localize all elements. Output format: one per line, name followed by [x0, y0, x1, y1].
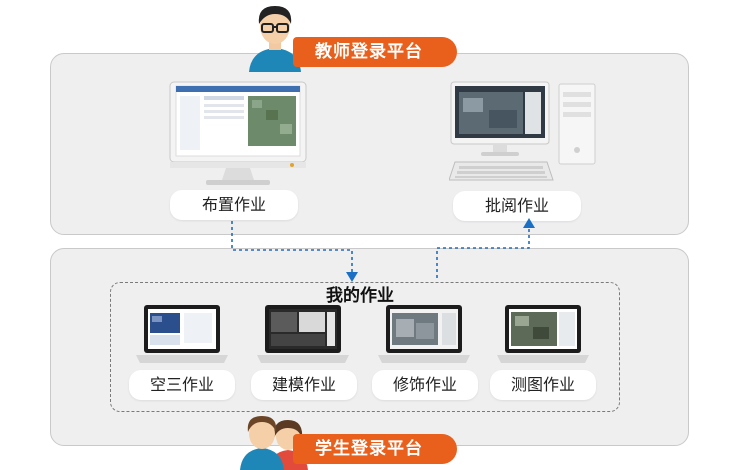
teacher-login-badge[interactable]: 教师登录平台: [293, 37, 457, 67]
teacher-monitor-icon: [168, 80, 308, 190]
laptop-aerotriangulation-icon: [136, 303, 228, 367]
mapping-homework-label[interactable]: 测图作业: [490, 370, 596, 400]
retouching-homework-label[interactable]: 修饰作业: [372, 370, 478, 400]
modeling-homework-label[interactable]: 建模作业: [251, 370, 357, 400]
laptop-modeling-icon: [257, 303, 349, 367]
my-homework-group: [110, 282, 620, 412]
laptop-retouching-icon: [378, 303, 470, 367]
review-homework-label[interactable]: 批阅作业: [453, 191, 581, 221]
teacher-pc-icon: [449, 80, 605, 190]
teacher-avatar-icon: [243, 0, 307, 72]
aerotriangulation-homework-label[interactable]: 空三作业: [129, 370, 235, 400]
student-login-badge[interactable]: 学生登录平台: [293, 434, 457, 464]
assign-homework-label[interactable]: 布置作业: [170, 190, 298, 220]
laptop-mapping-icon: [497, 303, 589, 367]
my-homework-title: 我的作业: [326, 286, 394, 306]
